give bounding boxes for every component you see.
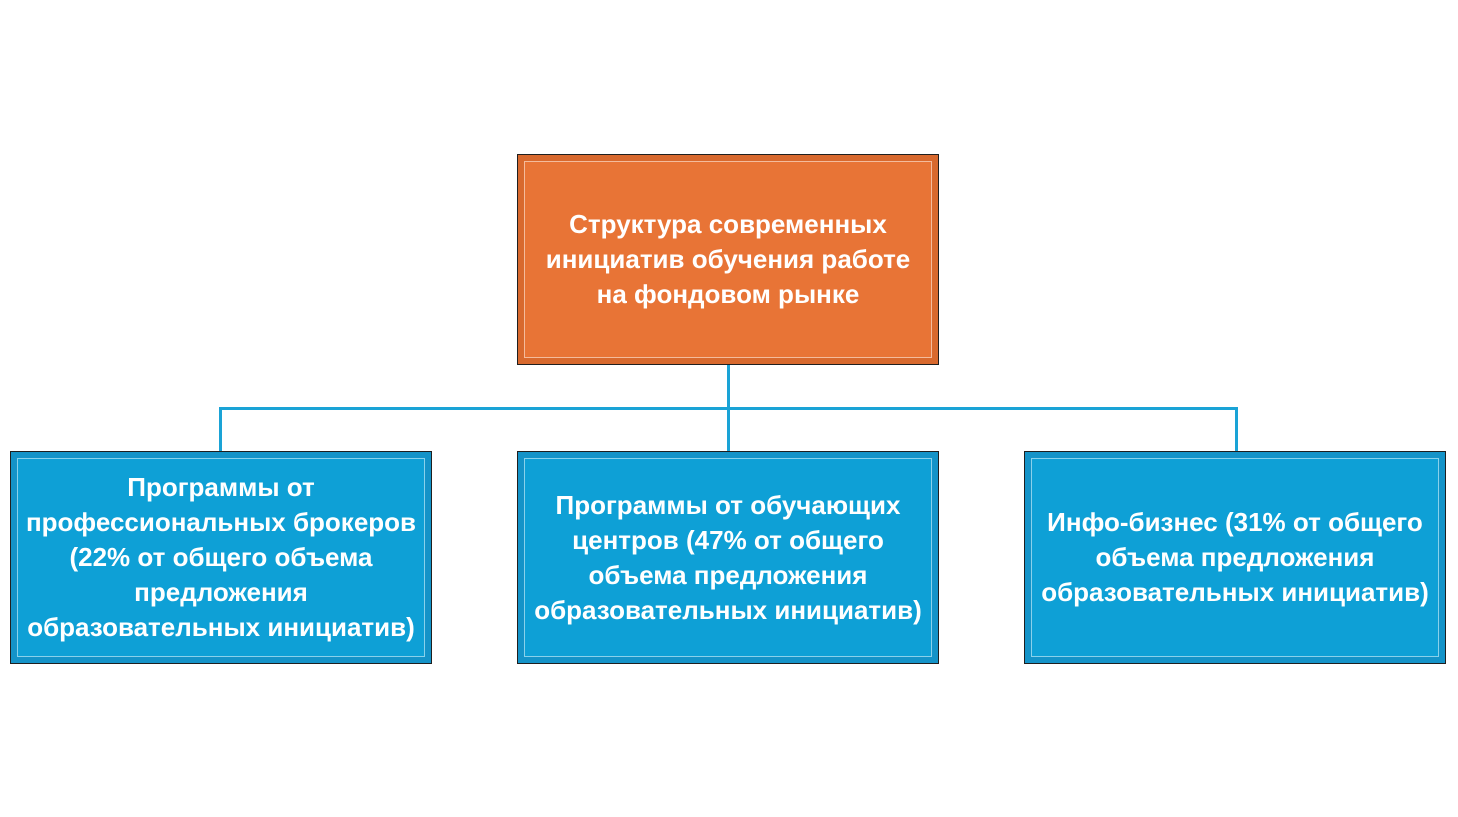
child-node-training-centers-label: Программы от обучающих центров (47% от о… [534,489,922,625]
child-node-training-centers: Программы от обучающих центров (47% от о… [517,451,939,664]
root-node-label: Структура современных инициатив обучения… [545,209,911,309]
connector-child-3 [1235,407,1238,452]
connector-child-1 [219,407,222,452]
child-node-info-business: Инфо-бизнес (31% от общего объема предло… [1024,451,1446,664]
child-node-info-business-label: Инфо-бизнес (31% от общего объема предло… [1041,507,1429,607]
connector-child-2 [727,407,730,452]
child-node-brokers-label: Программы от профессиональных брокеров (… [25,472,417,642]
child-node-brokers: Программы от профессиональных брокеров (… [10,451,432,664]
connector-root-stem [727,365,730,409]
root-node: Структура современных инициатив обучения… [517,154,939,365]
